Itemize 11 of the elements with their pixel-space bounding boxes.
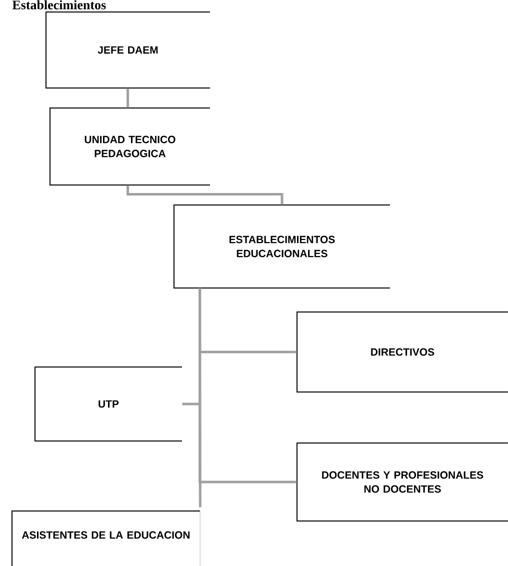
org-box: DOCENTES Y PROFESIONALES NO DOCENTES bbox=[296, 442, 508, 522]
org-box: UNIDAD TECNICO PEDAGOGICA bbox=[50, 108, 210, 186]
org-box: JEFE DAEM bbox=[46, 12, 210, 88]
org-box: ASISTENTES DE LA EDUCACION bbox=[12, 510, 200, 566]
connector-line bbox=[126, 185, 284, 205]
org-box: DIRECTIVOS bbox=[296, 312, 508, 392]
org-box: ESTABLECIMIENTOS EDUCACIONALES bbox=[174, 204, 390, 288]
connector-line bbox=[198, 288, 202, 508]
title: Establecimientos bbox=[12, 0, 106, 10]
connector-line bbox=[126, 88, 130, 108]
org-box: UTP bbox=[34, 366, 182, 442]
